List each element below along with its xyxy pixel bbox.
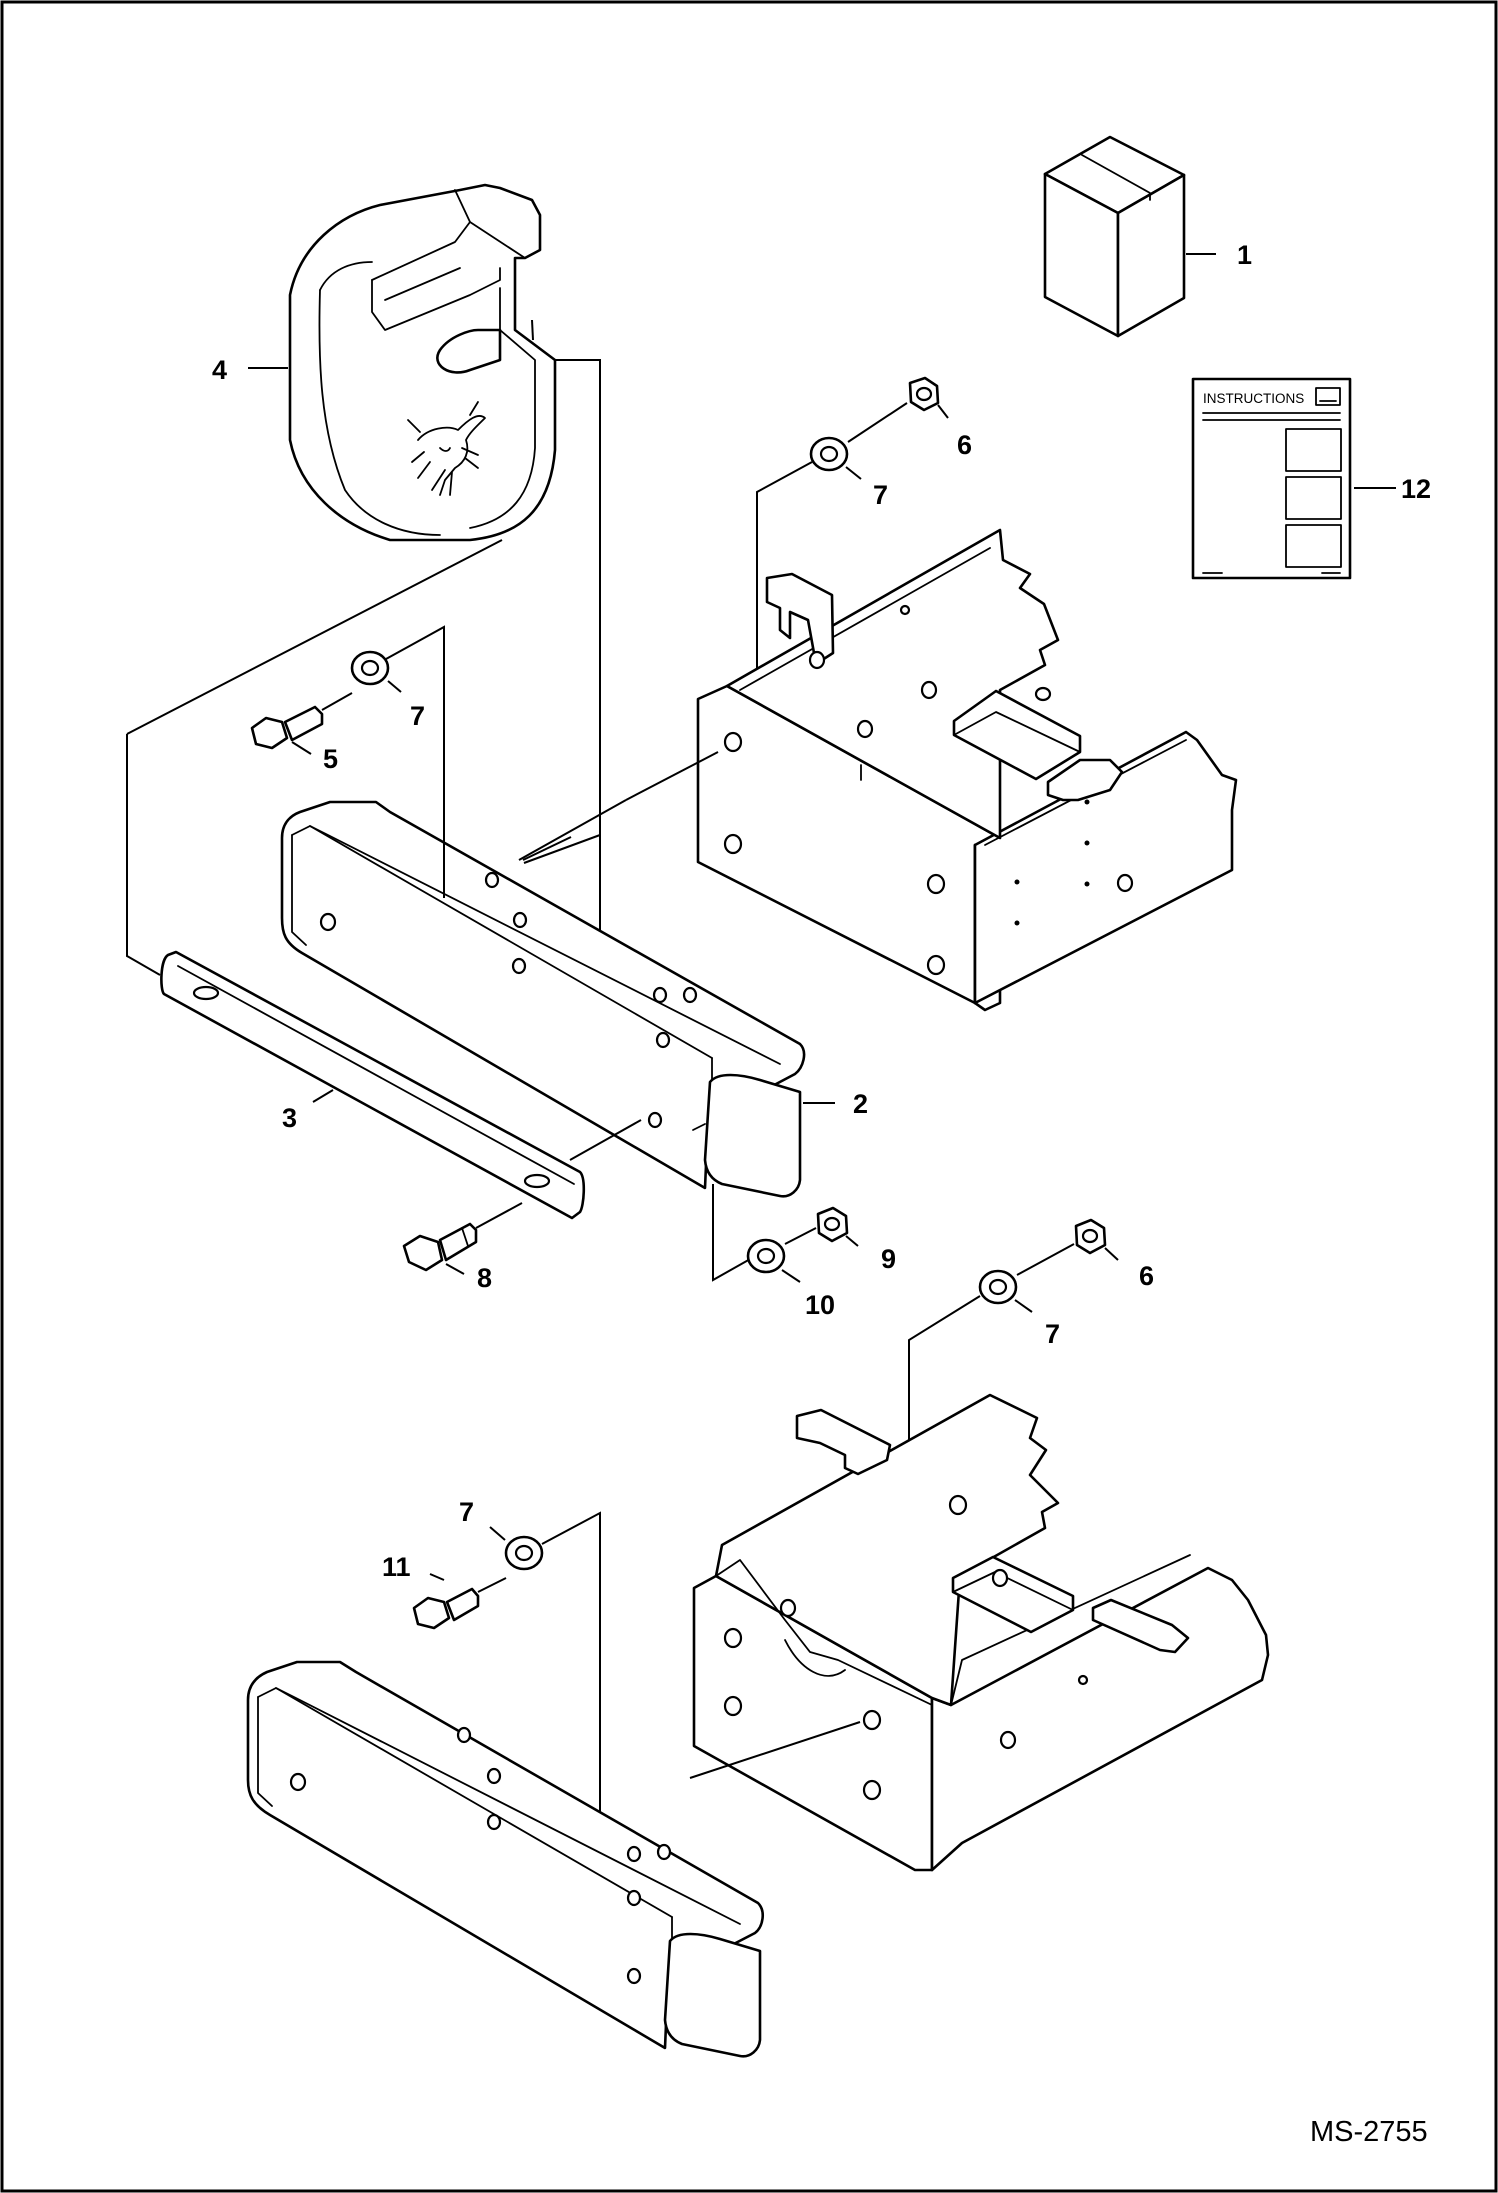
- washer-7-left: [350, 650, 390, 686]
- washer-7-lower-left: [504, 1535, 544, 1571]
- callout-9: 9: [881, 1244, 896, 1274]
- bolt-5: [250, 705, 324, 750]
- callout-3: 3: [282, 1103, 297, 1133]
- nut-6-lower: [1074, 1218, 1107, 1255]
- washer-7-lower-right: [978, 1269, 1018, 1305]
- lower-frame: [692, 1393, 1270, 1872]
- bumper-lower: [246, 1660, 764, 2058]
- washer-7-upper: [809, 436, 849, 472]
- callout-8: 8: [477, 1263, 492, 1293]
- figure-reference: MS-2755: [1310, 2116, 1428, 2148]
- callout-7-lower-right: 7: [1045, 1319, 1060, 1349]
- callout-5: 5: [323, 744, 338, 774]
- strap-3: [160, 950, 586, 1220]
- instruction-sheet-title: INSTRUCTIONS: [1203, 391, 1304, 406]
- counterweight-4: [288, 183, 557, 542]
- callout-7-upper: 7: [873, 480, 888, 510]
- callout-2: 2: [853, 1089, 868, 1119]
- callout-6-lower: 6: [1139, 1261, 1154, 1291]
- nut-6-upper: [908, 376, 940, 412]
- kit-box: [1043, 135, 1186, 338]
- bolt-11: [412, 1587, 480, 1630]
- callout-1: 1: [1237, 240, 1252, 270]
- callout-11: 11: [382, 1552, 411, 1582]
- callout-7-lower-left: 7: [459, 1497, 474, 1527]
- callout-10: 10: [805, 1290, 835, 1320]
- callout-labels: 1 12 4 6 7 7 5 2 3 8 9 10 6 7 7 11: [212, 240, 1431, 1582]
- instruction-sheet: INSTRUCTIONS: [1191, 377, 1352, 580]
- callout-4: 4: [212, 355, 227, 385]
- washer-10: [746, 1238, 786, 1274]
- callout-6-upper: 6: [957, 430, 972, 460]
- bumper-2: [280, 800, 806, 1198]
- brand-logo: [407, 401, 486, 496]
- nut-9: [816, 1206, 849, 1243]
- callout-7-left: 7: [410, 701, 425, 731]
- callout-12: 12: [1401, 474, 1431, 504]
- upper-frame: [696, 528, 1238, 1012]
- bolt-8: [402, 1222, 478, 1272]
